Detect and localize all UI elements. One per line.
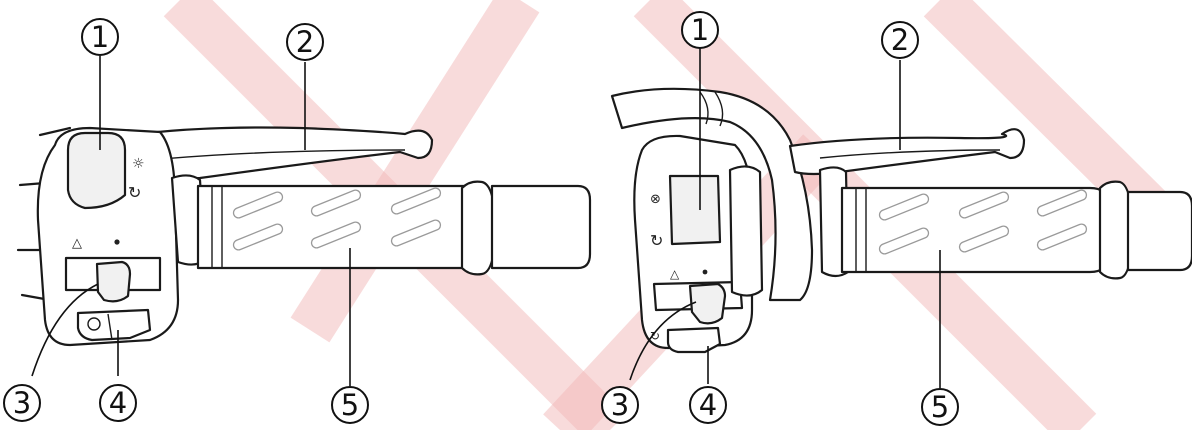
right-callout-3: 3: [611, 388, 629, 422]
left-turn-switch: [95, 260, 132, 303]
left-callout-ring-4: [99, 384, 137, 422]
left-callout-5: 5: [341, 388, 359, 422]
right-mirror-stalk: [610, 87, 814, 302]
right-callout-ring-4: [689, 386, 727, 424]
right-callout-ring-2: [881, 21, 919, 59]
left-grip-grooves: [232, 187, 442, 251]
right-callout-ring-5: [921, 388, 959, 426]
right-bar-end: [1126, 190, 1192, 272]
right-hazard-switch: [688, 282, 727, 325]
right-callout-1: 1: [691, 13, 709, 47]
right-stop-switch: [668, 174, 722, 246]
left-horn-switch: [76, 308, 152, 342]
right-start-switch: [666, 326, 722, 354]
right-start-symbol: ↻: [650, 329, 660, 343]
right-grip-grooves: [878, 189, 1088, 255]
right-callout-2: 2: [891, 23, 909, 57]
right-callout-4: 4: [699, 388, 717, 422]
right-callout-ring-3: [601, 386, 639, 424]
right-grip: [840, 186, 1110, 274]
left-callout-ring-5: [331, 386, 369, 424]
left-dimmer-symbol: ↻: [128, 183, 141, 202]
left-hazard-symbol: △: [72, 236, 82, 251]
right-run-symbol: ↻: [650, 231, 663, 250]
right-leader-3: [629, 301, 697, 381]
left-callout-ring-2: [286, 23, 324, 61]
right-callout-ring-1: [681, 11, 719, 49]
left-leader-3: [31, 283, 99, 377]
right-handlebar-drawing: ⊗ ↻ △ ↻: [610, 87, 1192, 354]
right-callouts: 1 2 3 4 5: [601, 11, 959, 426]
left-bar-end: [490, 184, 592, 270]
right-hazard-symbol: △: [670, 267, 680, 281]
left-grip-flange: [460, 180, 497, 276]
right-callout-5: 5: [931, 390, 949, 424]
left-callouts: 1 2 3 4 5: [3, 18, 369, 424]
left-cable-stub-1: [38, 126, 72, 137]
right-throttle-body: [728, 165, 764, 297]
right-stop-symbol: ⊗: [650, 192, 661, 207]
left-handlebar-drawing: ☼ ↻ △: [16, 126, 592, 347]
left-headlight-symbol: ☼: [132, 156, 145, 172]
left-callout-2: 2: [296, 25, 314, 59]
left-callout-1: 1: [91, 20, 109, 54]
left-lever: [98, 126, 434, 182]
left-pass-switch: [66, 131, 127, 210]
left-callout-ring-1: [81, 18, 119, 56]
left-callout-3: 3: [13, 386, 31, 420]
left-callout-ring-3: [3, 384, 41, 422]
left-callout-4: 4: [109, 386, 127, 420]
